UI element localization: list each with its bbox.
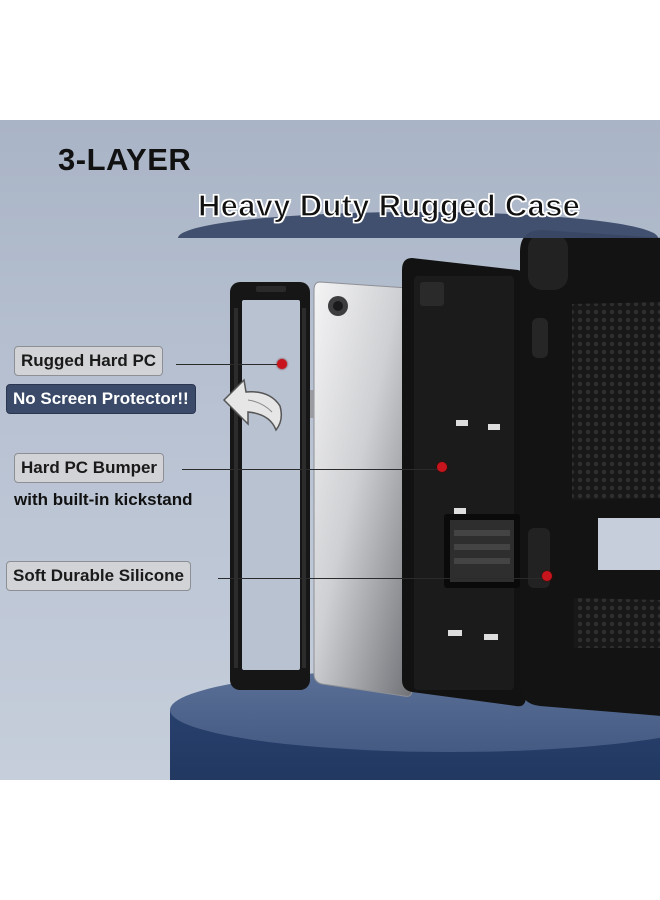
red-dot-marker (277, 359, 287, 369)
hard-pc-bumper-layer (402, 258, 526, 707)
leader-line (218, 578, 544, 579)
kickstand-note: with built-in kickstand (14, 490, 193, 509)
callout-no-screen-protector: No Screen Protector!! (6, 384, 196, 414)
callout-soft-durable-silicone: Soft Durable Silicone (6, 561, 191, 591)
callout-rugged-hard-pc: Rugged Hard PC (14, 346, 164, 376)
red-dot-marker (437, 462, 447, 472)
curved-arrow-icon (222, 378, 283, 432)
leader-line (182, 469, 440, 470)
tablet-device (310, 281, 413, 697)
leader-line (176, 364, 282, 365)
screen-frame-layer (230, 282, 310, 690)
red-dot-marker (542, 571, 552, 581)
product-scene: 3-LAYER Heavy Duty Rugged Case Rugged Ha… (0, 120, 660, 780)
heading-three-layer: 3-LAYER (58, 142, 192, 177)
callout-hard-pc-bumper: Hard PC Bumper (14, 453, 165, 483)
heading-heavy-duty-case: Heavy Duty Rugged Case (197, 187, 581, 223)
silicone-shell-layer (520, 230, 660, 716)
